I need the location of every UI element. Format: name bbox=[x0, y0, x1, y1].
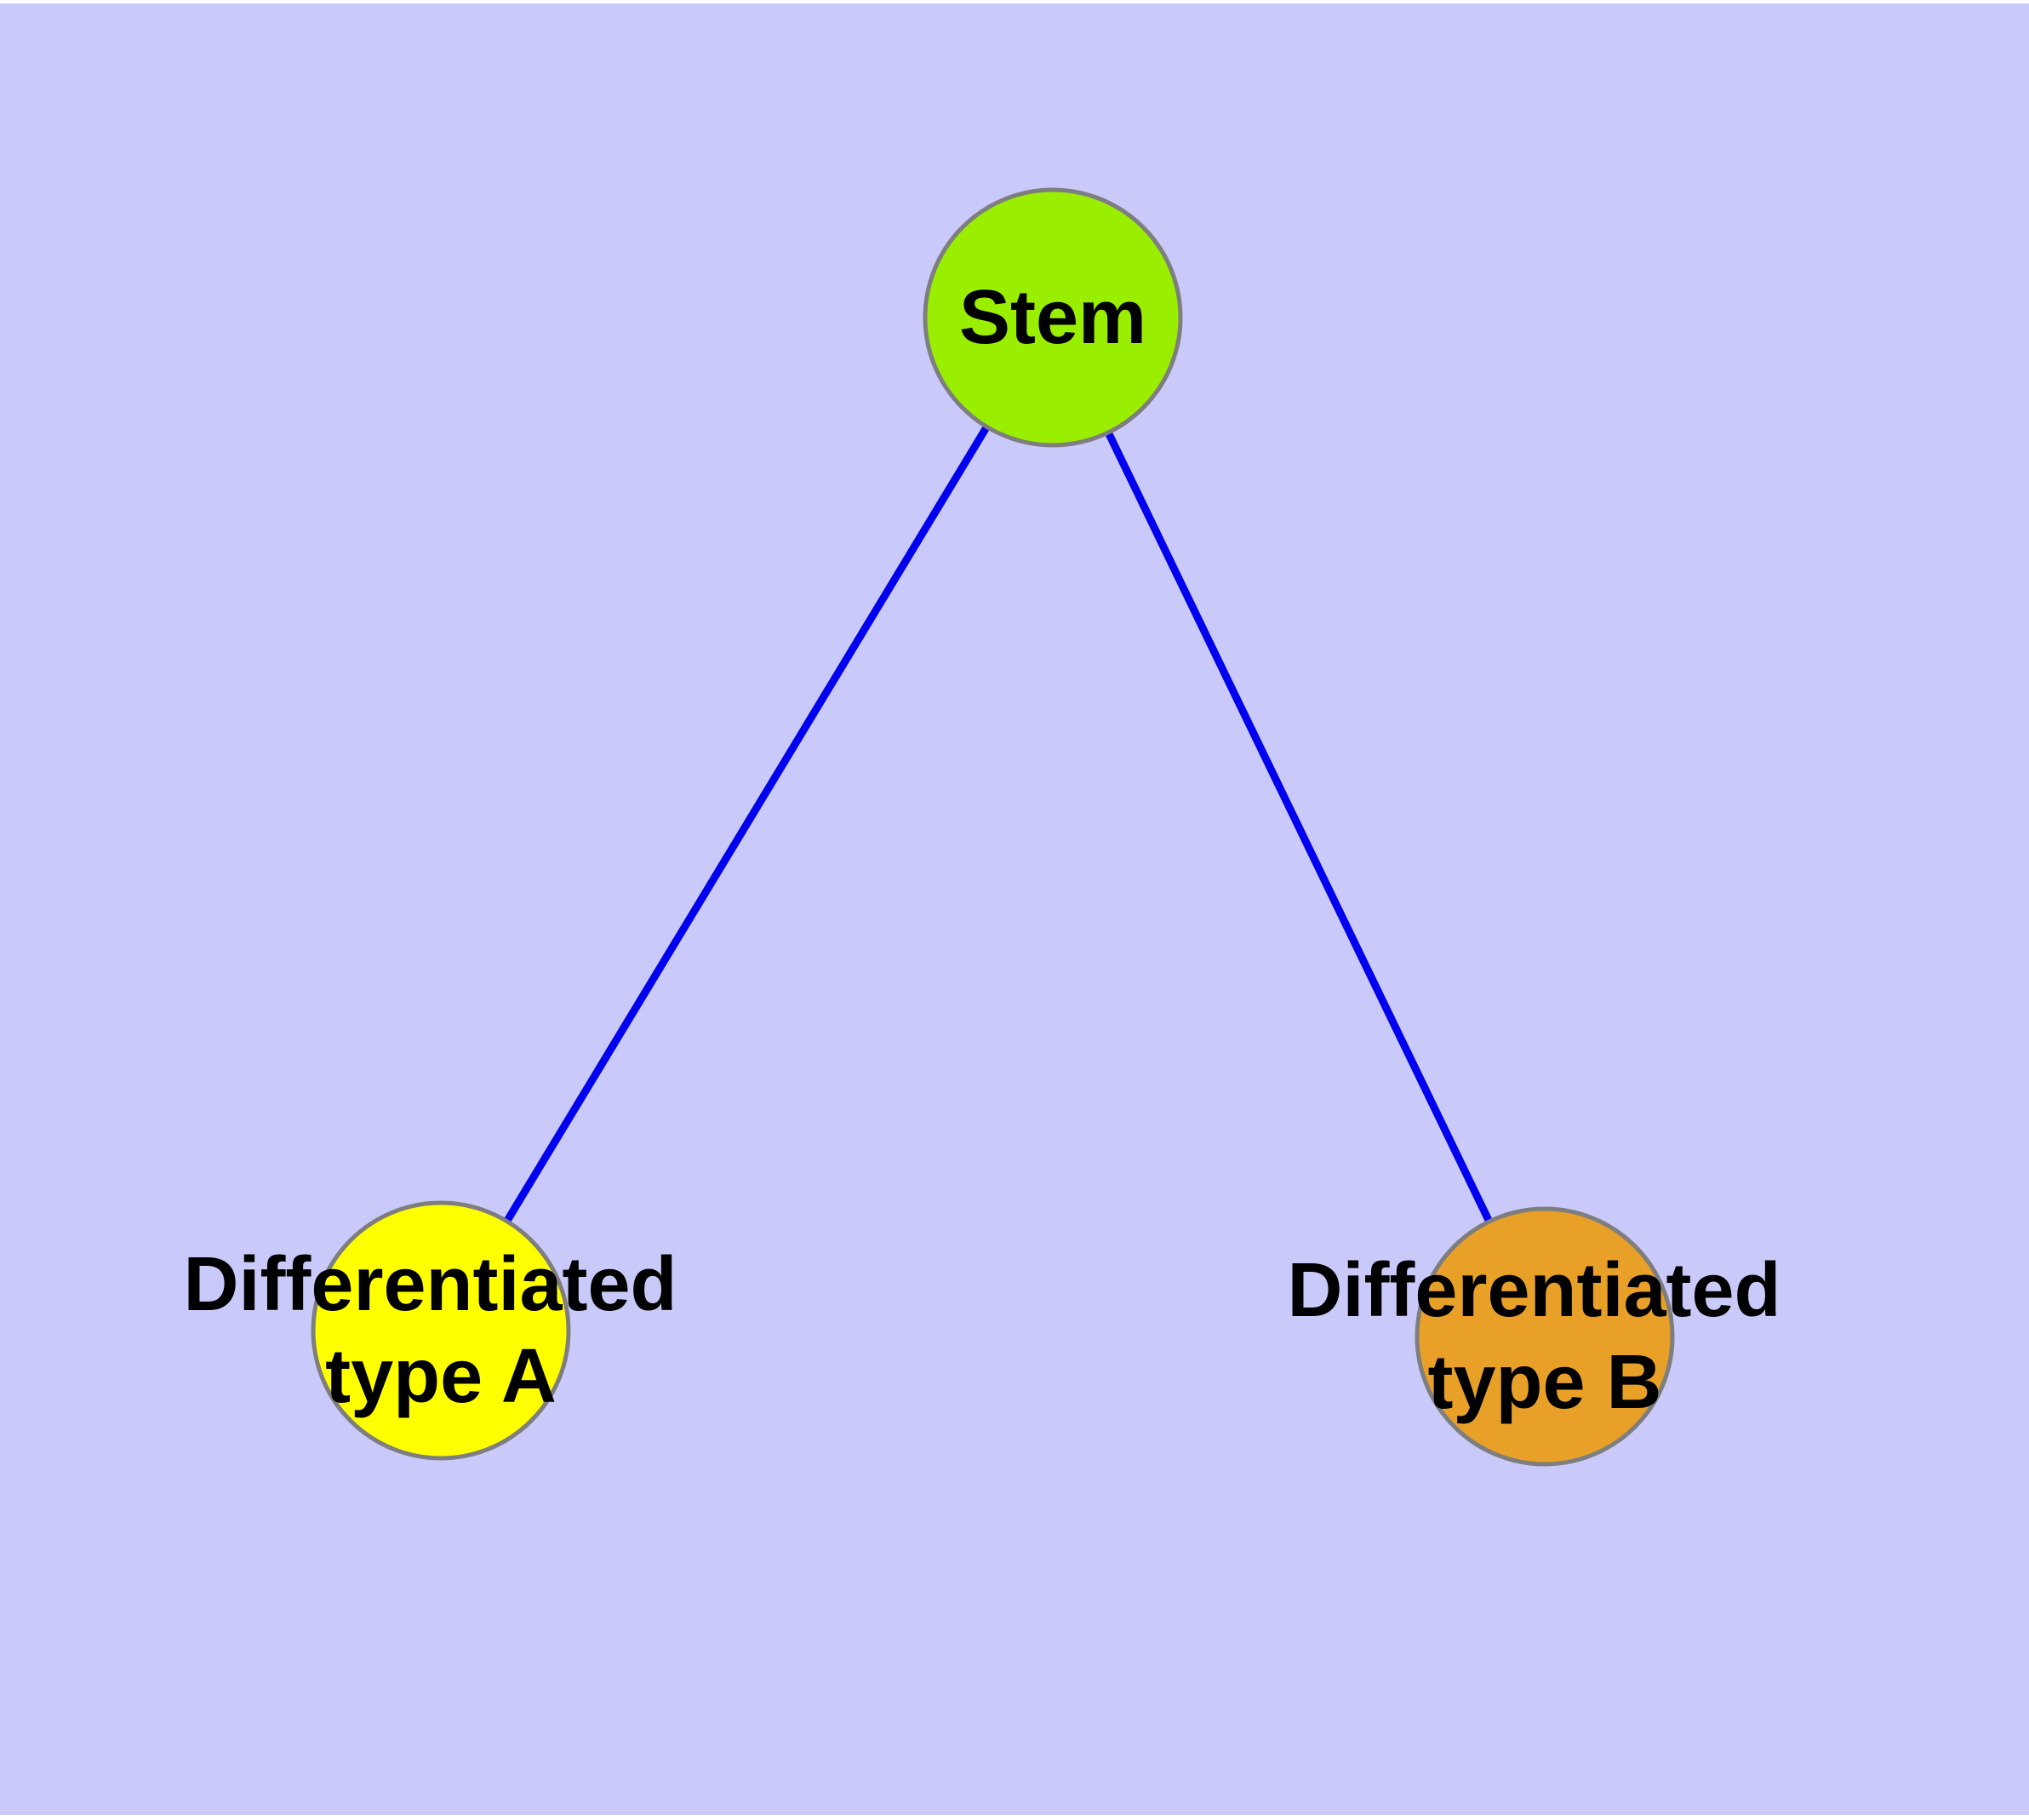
node-differentiated-type-b: Differentiated type B bbox=[1287, 1206, 1802, 1467]
node-differentiated-type-a-label: Differentiated type A bbox=[183, 1242, 698, 1419]
node-differentiated-type-a-label-line-2: type A bbox=[325, 1334, 557, 1419]
node-stem-label-line-1: Stem bbox=[959, 275, 1146, 360]
node-stem-circle bbox=[923, 187, 1183, 448]
node-differentiated-type-b-label-line-2: type B bbox=[1427, 1340, 1661, 1425]
node-differentiated-type-b-circle bbox=[1415, 1206, 1675, 1467]
node-differentiated-type-b-label: Differentiated type B bbox=[1287, 1248, 1802, 1425]
node-differentiated-type-a: Differentiated type A bbox=[183, 1200, 698, 1461]
node-differentiated-type-a-circle bbox=[311, 1200, 571, 1461]
node-stem: Stem bbox=[923, 187, 1183, 448]
node-differentiated-type-a-label-line-1: Differentiated bbox=[183, 1242, 677, 1327]
node-differentiated-type-b-label-line-1: Differentiated bbox=[1287, 1248, 1780, 1333]
edge-stem-to-differentiated-type-b bbox=[1049, 316, 1549, 1338]
node-stem-label: Stem bbox=[959, 275, 1146, 360]
edge-stem-to-differentiated-type-a bbox=[437, 315, 1056, 1333]
